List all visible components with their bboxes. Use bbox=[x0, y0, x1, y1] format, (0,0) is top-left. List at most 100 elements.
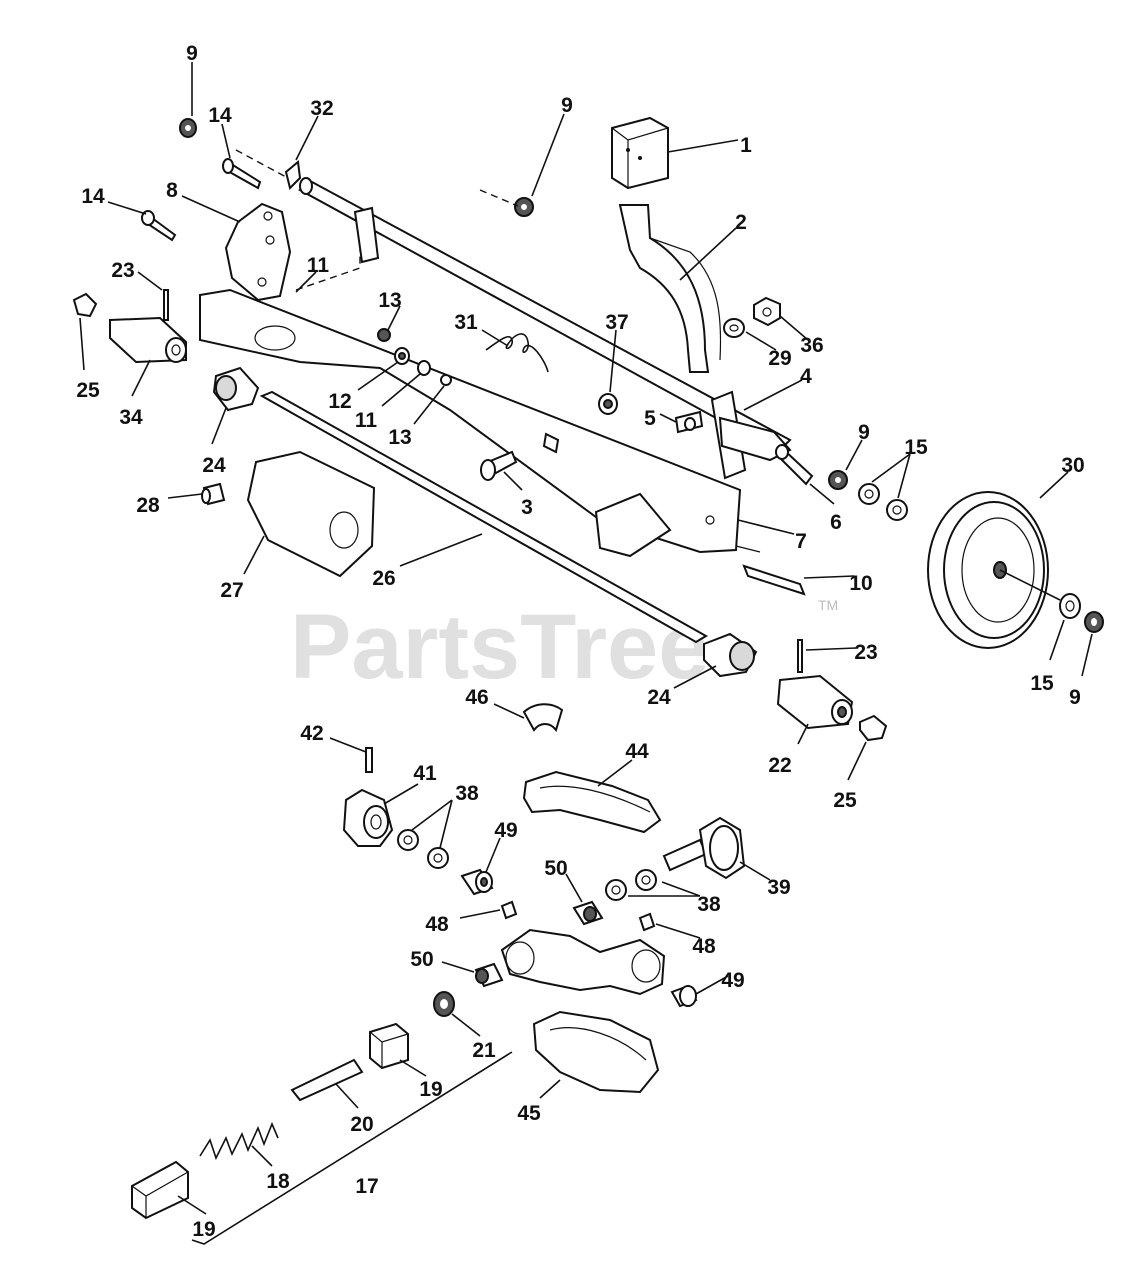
part-15-washer-wheel bbox=[1059, 593, 1081, 619]
part-22-sleeve bbox=[776, 674, 854, 730]
callout-50: 50 bbox=[544, 857, 567, 880]
callout-18: 18 bbox=[266, 1170, 290, 1193]
part-11-washer-b bbox=[417, 360, 431, 376]
callout-10: 10 bbox=[849, 572, 872, 595]
callout-20: 20 bbox=[350, 1113, 373, 1136]
leader-dash-3 bbox=[479, 189, 519, 207]
callout-5: 5 bbox=[644, 407, 656, 430]
part-3-carriage-bolt bbox=[480, 432, 560, 481]
part-48-fitting-a bbox=[500, 900, 518, 920]
part-1-block bbox=[611, 116, 669, 190]
callout-13: 13 bbox=[378, 289, 401, 312]
part-24-bushing-right bbox=[703, 632, 758, 678]
part-12-washer bbox=[394, 347, 410, 365]
part-19-block-a bbox=[369, 1022, 409, 1070]
callout-38: 38 bbox=[697, 893, 721, 916]
part-9-washer-wheel bbox=[1084, 611, 1104, 633]
callout-19: 19 bbox=[192, 1218, 215, 1241]
callout-39: 39 bbox=[767, 876, 790, 899]
part-9-washer-top bbox=[514, 197, 534, 217]
part-23-pin-right bbox=[797, 639, 803, 673]
callout-6: 6 bbox=[830, 511, 842, 534]
part-32-clip bbox=[284, 160, 302, 190]
callout-13: 13 bbox=[388, 426, 411, 449]
part-30-wheel bbox=[927, 491, 1061, 649]
part-28-plug bbox=[201, 482, 226, 506]
part-49-bushing-b bbox=[670, 984, 698, 1008]
callout-41: 41 bbox=[413, 762, 437, 785]
callout-37: 37 bbox=[605, 311, 628, 334]
part-34-sleeve bbox=[109, 316, 187, 364]
part-38-washer-c bbox=[605, 879, 627, 901]
part-15-washer-right-a bbox=[858, 483, 880, 505]
watermark-brand: PartsTree bbox=[290, 596, 709, 698]
callout-29: 29 bbox=[768, 347, 791, 370]
part-31-spring bbox=[485, 333, 549, 373]
callout-1: 1 bbox=[740, 134, 752, 157]
part-46-clip bbox=[522, 703, 564, 733]
callout-15: 15 bbox=[1030, 672, 1054, 695]
part-38-washer-b bbox=[427, 847, 449, 869]
part-15-washer-right-b bbox=[886, 499, 908, 521]
part-19-block-b bbox=[131, 1160, 189, 1220]
callout-30: 30 bbox=[1061, 454, 1084, 477]
part-26-rod bbox=[259, 390, 708, 644]
part-38-washer-d bbox=[635, 869, 657, 891]
callout-44: 44 bbox=[625, 740, 649, 763]
part-24-bushing-left bbox=[212, 366, 260, 412]
part-29-washer bbox=[723, 318, 745, 338]
part-8-lever bbox=[224, 202, 292, 302]
callout-4: 4 bbox=[800, 365, 812, 388]
part-50-bushing-b bbox=[474, 962, 504, 988]
callout-14: 14 bbox=[81, 185, 105, 208]
part-42-pin bbox=[365, 747, 373, 773]
part-27-plate bbox=[246, 450, 376, 578]
callout-36: 36 bbox=[800, 334, 823, 357]
callout-24: 24 bbox=[647, 686, 671, 709]
callout-25: 25 bbox=[833, 789, 857, 812]
callout-49: 49 bbox=[494, 819, 517, 842]
callout-14: 14 bbox=[208, 104, 232, 127]
leader-dash-1 bbox=[235, 149, 289, 179]
callout-31: 31 bbox=[454, 311, 478, 334]
callout-34: 34 bbox=[119, 406, 143, 429]
callout-46: 46 bbox=[465, 686, 488, 709]
part-21-washer bbox=[433, 991, 455, 1017]
callout-28: 28 bbox=[136, 494, 160, 517]
part-37-washer bbox=[598, 393, 618, 415]
part-13-nut-a bbox=[377, 328, 391, 342]
callout-42: 42 bbox=[300, 722, 323, 745]
part-14-bolt-top bbox=[222, 158, 262, 190]
part-gear-housing bbox=[500, 928, 666, 996]
part-6-bolt bbox=[775, 444, 814, 486]
leader-lines bbox=[79, 62, 1093, 1215]
callout-48: 48 bbox=[692, 935, 716, 958]
part-4-main-shaft bbox=[298, 177, 792, 480]
part-49-bushing-a bbox=[460, 868, 494, 896]
part-41-gear bbox=[342, 788, 394, 847]
part-25-cap-left bbox=[72, 292, 98, 318]
callout-23: 23 bbox=[111, 259, 134, 282]
part-38-washer-a bbox=[397, 829, 419, 851]
callout-12: 12 bbox=[328, 390, 351, 413]
part-17-bracket-line bbox=[191, 1051, 513, 1245]
part-48-fitting-b bbox=[638, 912, 656, 932]
callout-38: 38 bbox=[455, 782, 479, 805]
callout-9: 9 bbox=[561, 94, 573, 117]
callout-15: 15 bbox=[904, 436, 928, 459]
part-7-side-plate bbox=[199, 288, 742, 558]
callout-27: 27 bbox=[220, 579, 243, 602]
part-44-upper-cover bbox=[522, 770, 662, 834]
watermark-tm: TM bbox=[818, 597, 838, 613]
callout-48: 48 bbox=[425, 913, 449, 936]
callout-2: 2 bbox=[735, 211, 747, 234]
callout-22: 22 bbox=[768, 754, 791, 777]
part-5-bolt bbox=[674, 410, 704, 434]
callout-23: 23 bbox=[854, 641, 877, 664]
part-36-nut bbox=[753, 296, 781, 327]
part-9-washer-right bbox=[828, 470, 848, 490]
callout-9: 9 bbox=[1069, 686, 1081, 709]
part-45-lower-cover bbox=[532, 1010, 660, 1094]
part-14-bolt-left bbox=[141, 210, 177, 242]
